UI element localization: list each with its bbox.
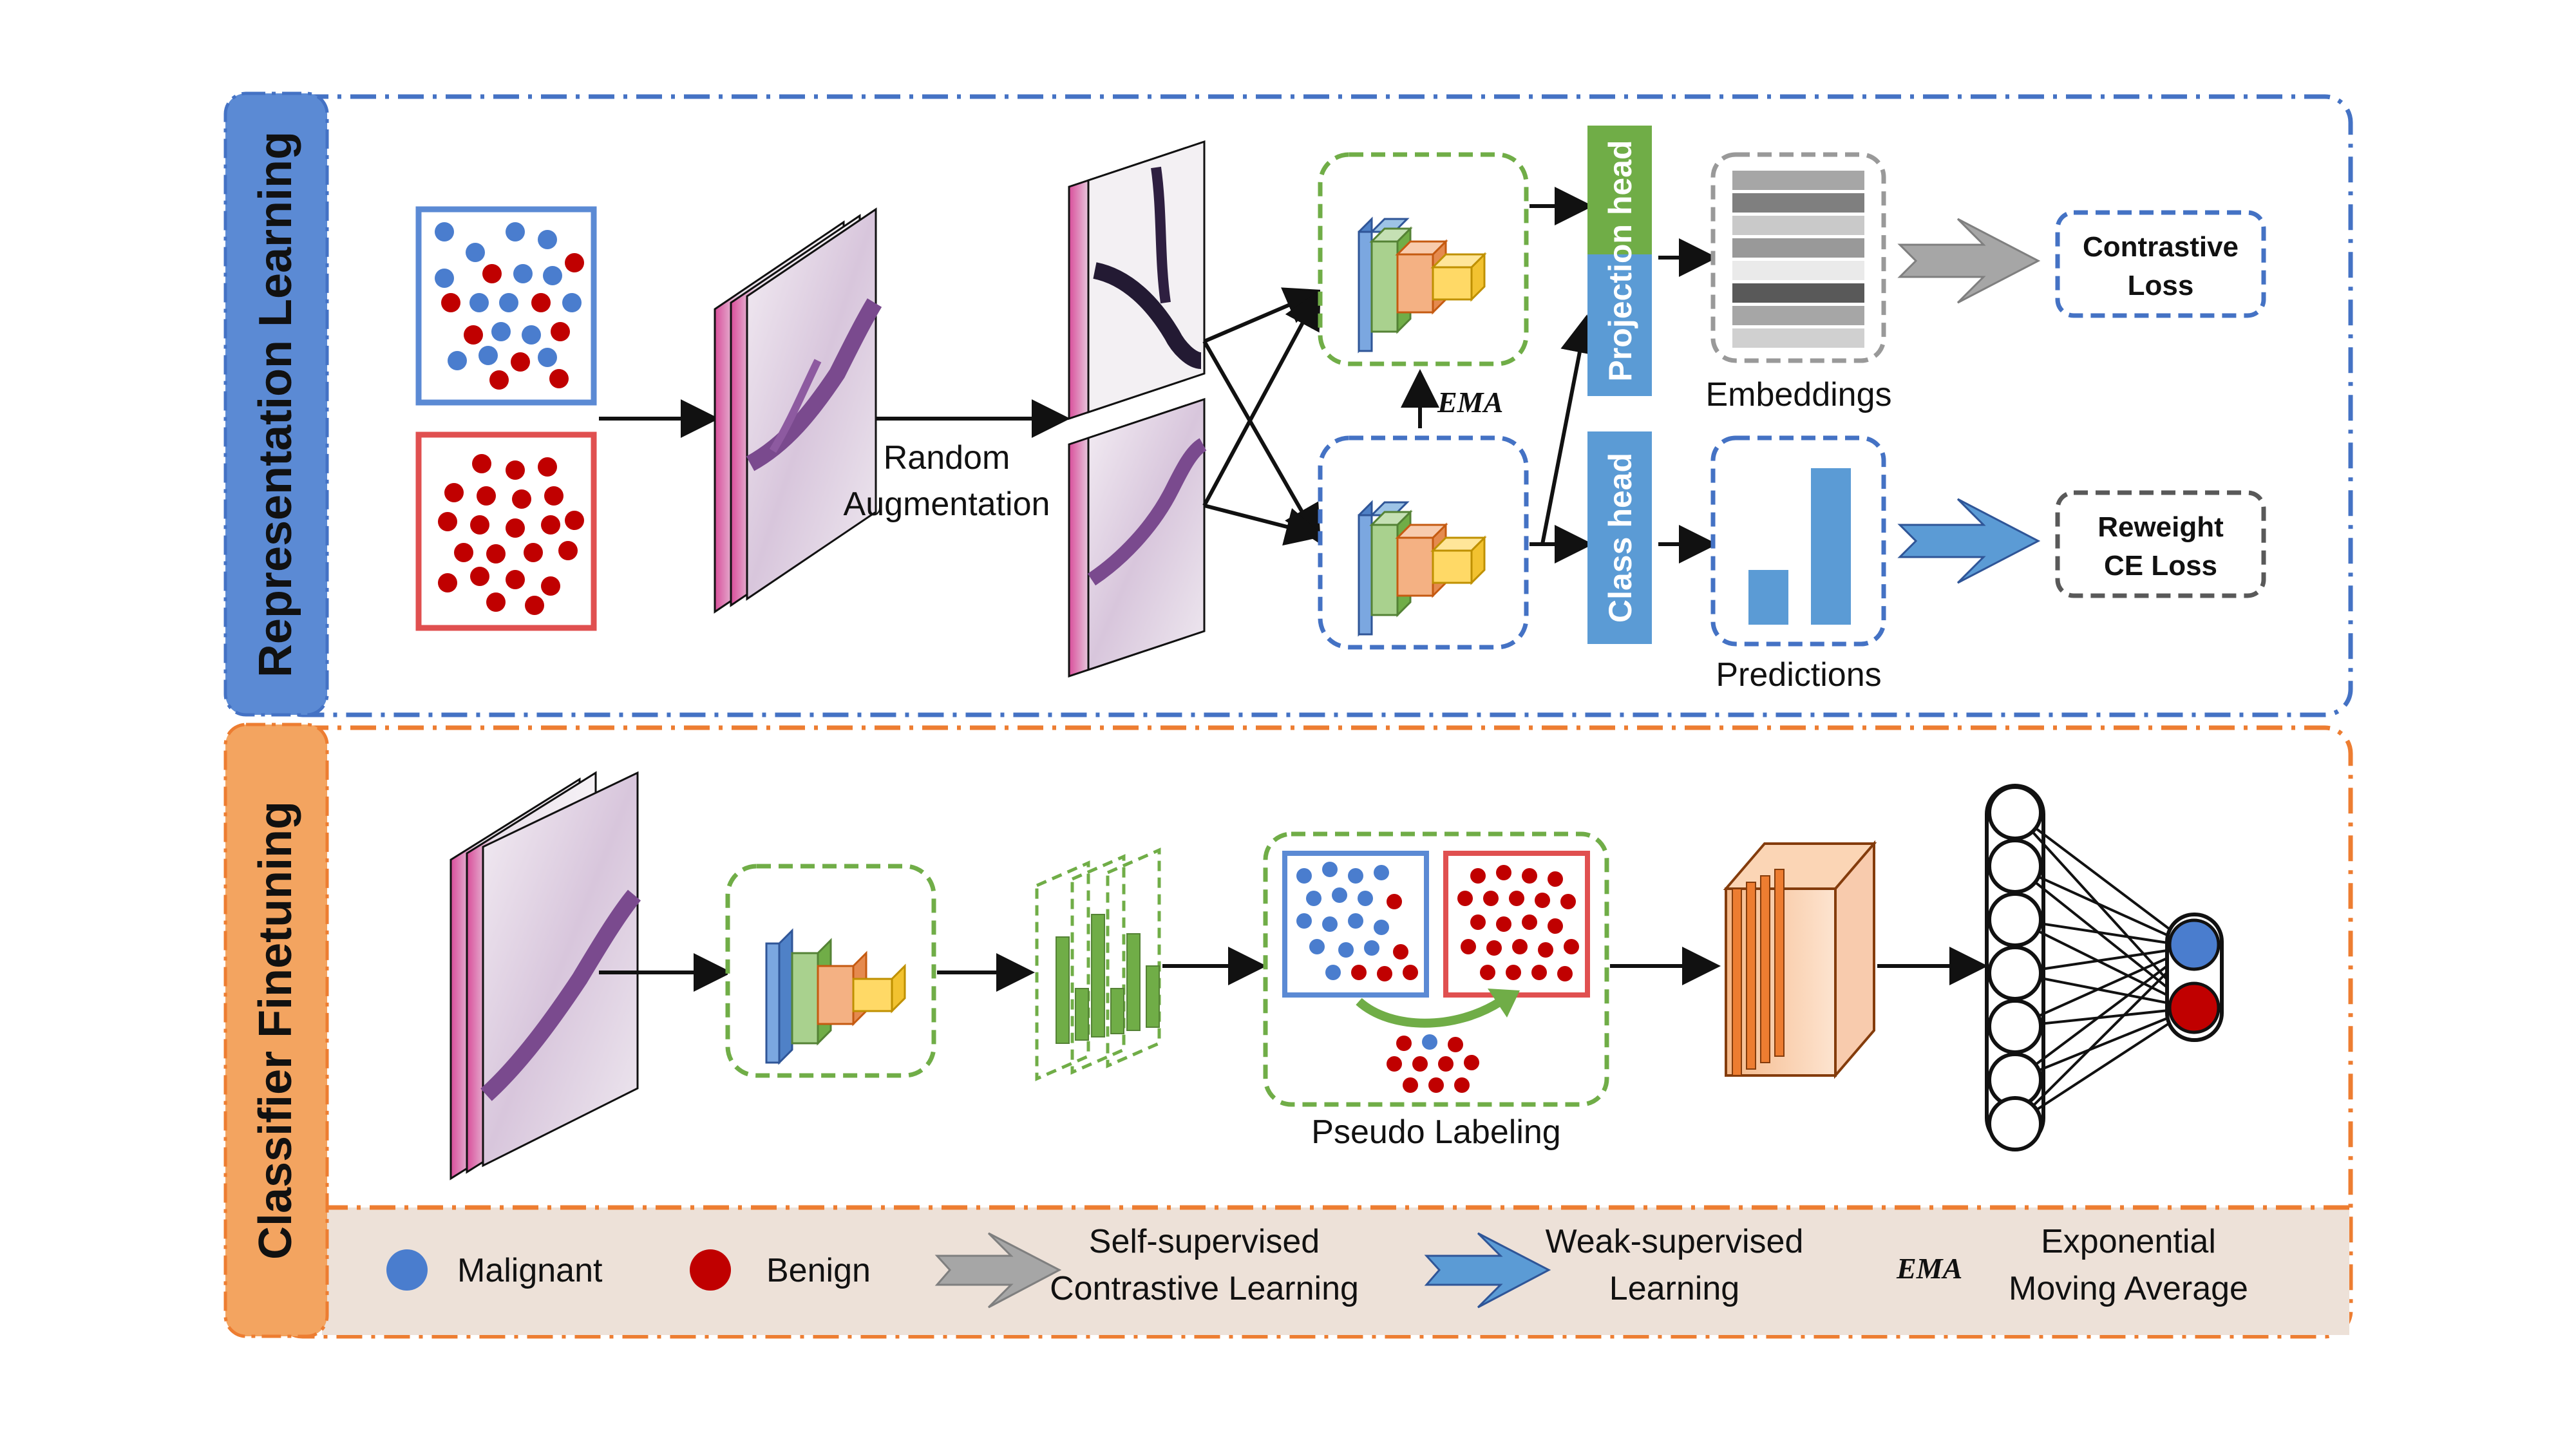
legend-benign-dot bbox=[690, 1249, 731, 1291]
projection-head-green bbox=[1587, 126, 1652, 254]
legend-weak-supervised-2: Learning bbox=[1609, 1270, 1739, 1307]
embeddings-label: Embeddings bbox=[1705, 376, 1891, 413]
reweight-loss-label-1: Reweight bbox=[2098, 511, 2224, 543]
bottom-image-stack bbox=[450, 771, 641, 1180]
finetuning-side-panel bbox=[223, 723, 329, 1338]
legend-self-supervised-1: Self-supervised bbox=[1089, 1223, 1320, 1260]
pseudo-green-arrow bbox=[1356, 998, 1503, 1028]
predictions-label: Predictions bbox=[1716, 656, 1881, 694]
contrastive-loss-label-2: Loss bbox=[2128, 270, 2194, 301]
encoder-icon bbox=[1358, 500, 1487, 637]
reweight-loss-label-2: CE Loss bbox=[2104, 550, 2217, 582]
legend-weak-supervised-1: Weak-supervised bbox=[1546, 1223, 1804, 1260]
arrow-encoder-to-projection bbox=[1530, 314, 1599, 546]
gray-contrastive-arrow bbox=[1897, 218, 2041, 304]
predictions-box bbox=[1710, 435, 1886, 647]
legend-background bbox=[322, 1208, 2349, 1335]
pseudo-mixed-dots bbox=[1296, 862, 1418, 981]
embedding-bars bbox=[1732, 171, 1864, 348]
contrastive-loss-label-1: Contrastive bbox=[2083, 231, 2239, 263]
projection-head-label: Projection head bbox=[1602, 140, 1638, 381]
arrow-view2-to-encoder bbox=[1204, 504, 1325, 546]
augmented-view-2 bbox=[1068, 397, 1208, 678]
top-image-stack bbox=[714, 207, 882, 614]
class-head bbox=[1587, 431, 1652, 644]
projection-head-blue bbox=[1587, 254, 1652, 396]
prediction-bar-2 bbox=[1811, 468, 1851, 625]
finetune-encoder-icon bbox=[765, 928, 906, 1065]
benign-dots bbox=[438, 454, 584, 615]
classifier-finetuning-label: Classifier Finetuning bbox=[250, 801, 301, 1260]
ema-encoder-icon bbox=[1358, 216, 1487, 354]
mlp-classifier bbox=[1985, 784, 2224, 1151]
blue-weak-arrow bbox=[1897, 498, 2041, 584]
augmented-view-1 bbox=[1068, 140, 1206, 421]
class-head-label: Class head bbox=[1602, 453, 1638, 623]
ema-label: EMA bbox=[1437, 386, 1503, 419]
legend-self-supervised-2: Contrastive Learning bbox=[1050, 1270, 1359, 1307]
pseudo-green-arrowhead bbox=[1488, 989, 1520, 1018]
reweight-loss-box bbox=[2055, 490, 2266, 598]
representation-side-panel bbox=[223, 91, 329, 717]
legend-malignant-label: Malignant bbox=[457, 1252, 603, 1289]
legend-ema-desc-2: Moving Average bbox=[2009, 1270, 2248, 1307]
legend-ema-symbol: EMA bbox=[1896, 1252, 1962, 1285]
arrow-view1-to-encoder bbox=[1202, 340, 1321, 545]
arrow-view2-to-ema-encoder bbox=[1202, 289, 1321, 507]
arrow-view1-to-ema-encoder bbox=[1203, 287, 1325, 343]
legend-malignant-dot bbox=[386, 1249, 428, 1291]
representation-learning-label: Representation Learning bbox=[250, 131, 301, 677]
feature-maps bbox=[1035, 848, 1161, 1081]
legend-ema-desc-1: Exponential bbox=[2041, 1223, 2216, 1260]
pseudo-label-dots bbox=[1387, 1034, 1479, 1093]
output-node-malignant bbox=[2168, 918, 2221, 971]
legend-blue-arrow bbox=[1424, 1232, 1551, 1309]
prediction-bar-1 bbox=[1748, 570, 1788, 625]
random-augmentation-label-2: Augmentation bbox=[844, 486, 1050, 523]
output-node-benign bbox=[2168, 981, 2221, 1034]
contrastive-loss-box bbox=[2055, 210, 2266, 318]
legend-benign-label: Benign bbox=[766, 1252, 871, 1289]
pseudo-labeling-label: Pseudo Labeling bbox=[1311, 1113, 1560, 1151]
random-augmentation-label-1: Random bbox=[884, 439, 1010, 477]
legend-gray-arrow bbox=[934, 1232, 1062, 1309]
mixed-dots bbox=[435, 222, 584, 390]
feature-volume bbox=[1723, 840, 1877, 1079]
finetuning-panel-border bbox=[274, 725, 2353, 1339]
pseudo-benign-dots bbox=[1457, 865, 1579, 981]
